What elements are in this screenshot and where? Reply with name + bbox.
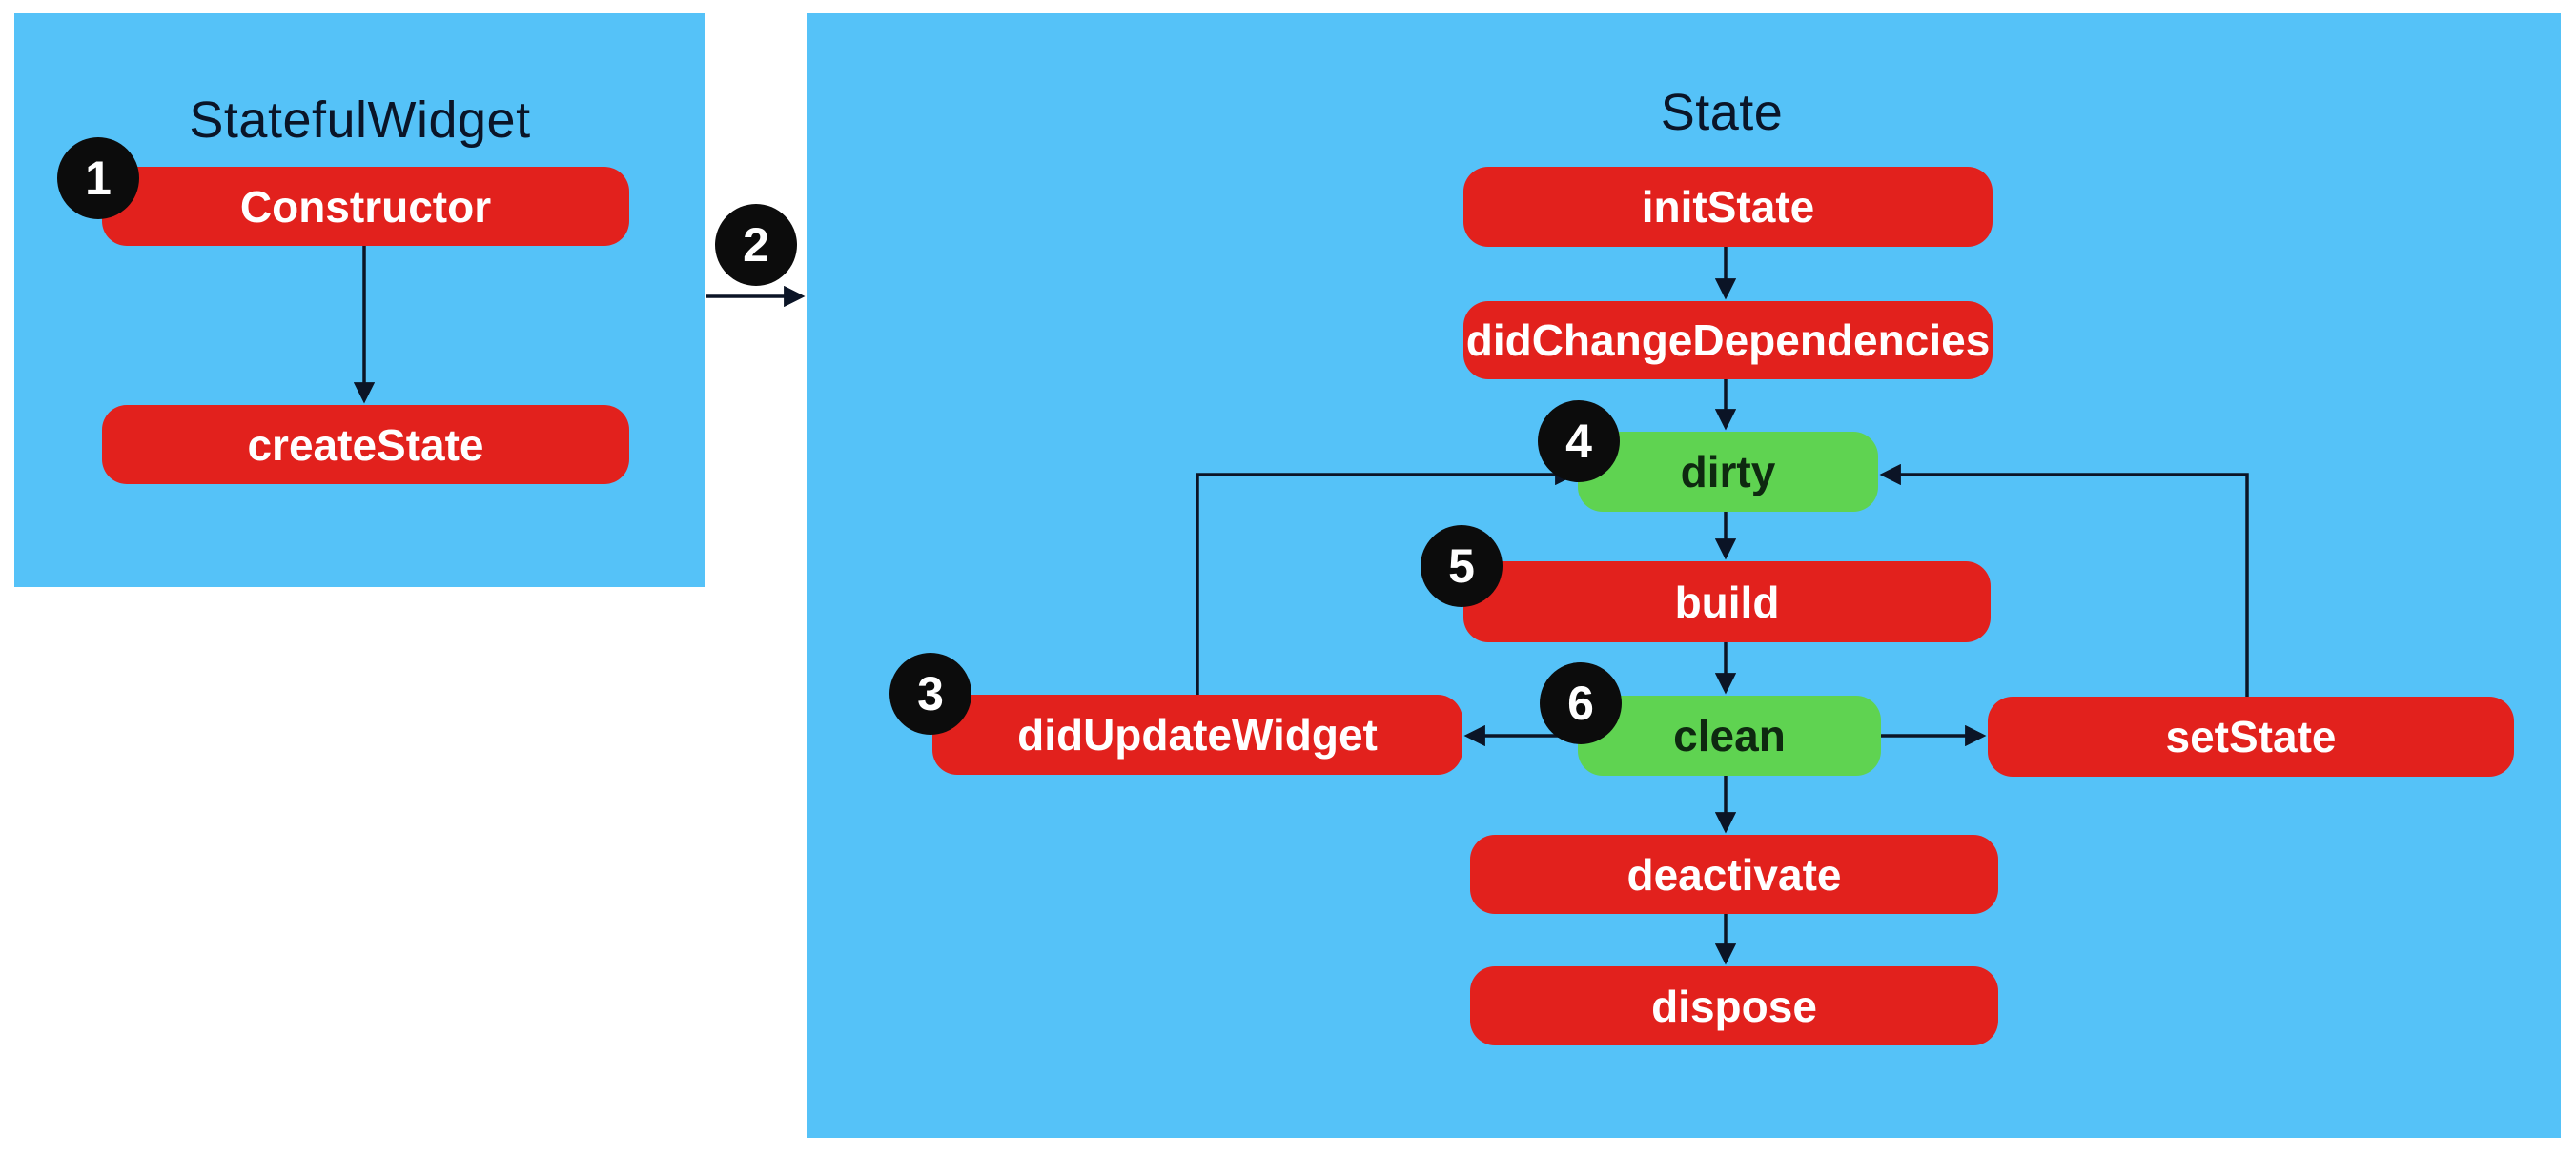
node-dispose: dispose — [1470, 966, 1998, 1045]
node-constructor-label: Constructor — [239, 181, 492, 232]
node-build: build — [1463, 561, 1991, 642]
node-didupdatewidget: didUpdateWidget — [932, 695, 1462, 775]
node-didchangedependencies: didChangeDependencies — [1463, 301, 1993, 379]
node-deactivate-label: deactivate — [1626, 849, 1842, 900]
node-deactivate: deactivate — [1470, 835, 1998, 914]
step-badge-5: 5 — [1421, 525, 1503, 607]
node-didchangedependencies-label: didChangeDependencies — [1465, 315, 1991, 365]
edge-setstate-dirty — [1879, 463, 2249, 697]
step-badge-6: 6 — [1540, 662, 1622, 744]
node-setstate: setState — [1988, 697, 2514, 777]
node-constructor: Constructor — [102, 167, 629, 246]
node-setstate-label: setState — [2165, 712, 2337, 761]
node-initstate: initState — [1463, 167, 1993, 247]
node-build-label: build — [1674, 577, 1780, 627]
panel-title-state: State — [1660, 83, 1784, 141]
step-badge-4: 4 — [1538, 400, 1620, 482]
panel-title-stateful-widget: StatefulWidget — [189, 91, 531, 149]
node-dirty: dirty — [1578, 432, 1878, 512]
step-badge-1: 1 — [57, 137, 139, 219]
node-clean-label: clean — [1673, 711, 1786, 760]
edge-didupdatewidget-dirty — [1196, 463, 1577, 695]
panel-stateful-widget — [14, 13, 705, 587]
node-createstate: createState — [102, 405, 629, 484]
node-initstate-label: initState — [1641, 182, 1815, 232]
step-badge-3: 3 — [889, 653, 971, 735]
node-dispose-label: dispose — [1651, 981, 1817, 1031]
node-dirty-label: dirty — [1680, 447, 1776, 496]
node-createstate-label: createState — [247, 419, 484, 470]
step-badge-2: 2 — [715, 204, 797, 286]
node-didupdatewidget-label: didUpdateWidget — [1017, 710, 1378, 760]
node-clean: clean — [1578, 696, 1881, 776]
